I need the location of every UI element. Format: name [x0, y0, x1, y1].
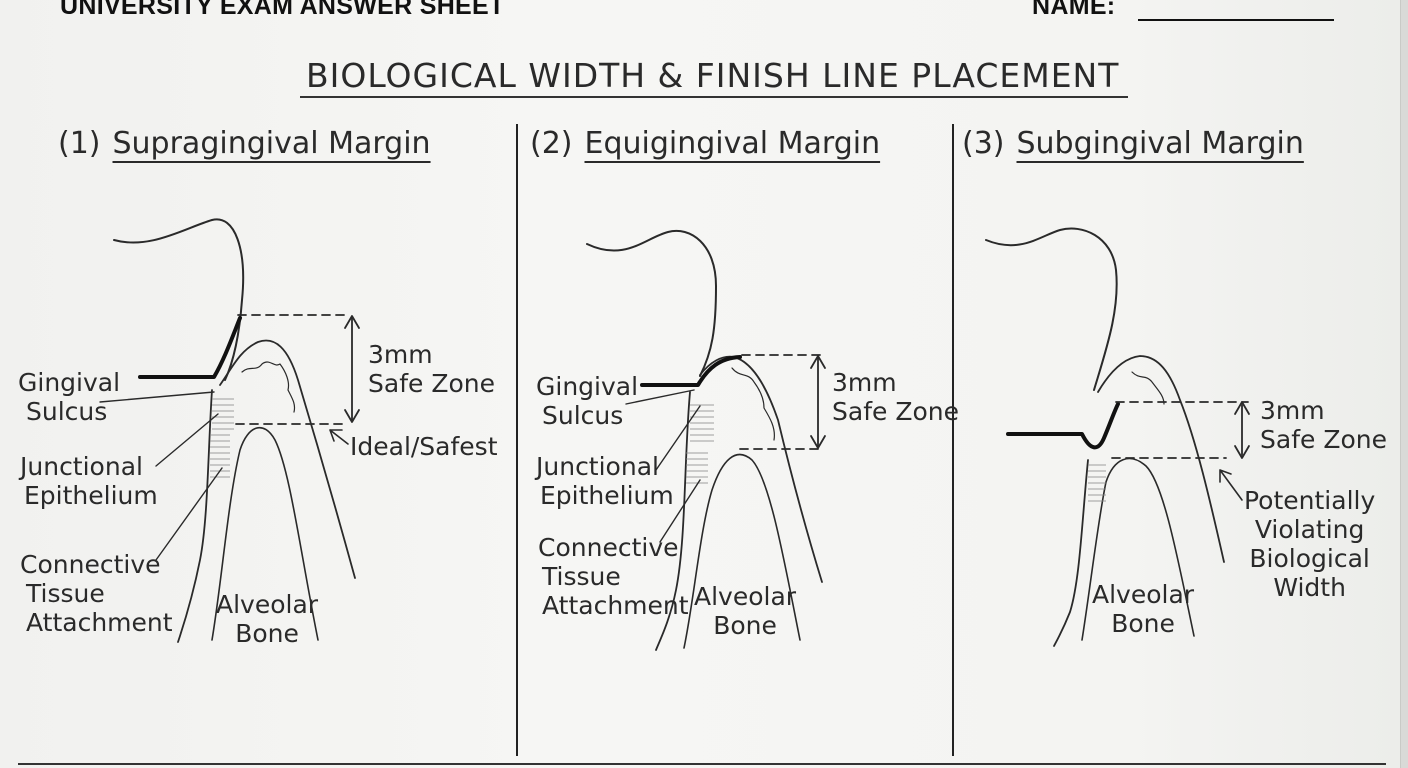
panel-3-name: Subgingival Margin [1016, 126, 1304, 161]
label-line: Epithelium [24, 481, 158, 510]
panel-2-number: (2) [530, 126, 573, 161]
panel-1-number: (1) [58, 126, 101, 161]
label-alveolar-bone: Alveolar Bone [216, 590, 318, 648]
gingival-rete-squiggle [731, 367, 775, 441]
leader-connective [155, 467, 223, 561]
label-line: Tissue [542, 562, 621, 591]
finish-line-margin [1006, 402, 1120, 450]
finish-line-margin [138, 316, 242, 379]
label-line: Safe Zone [368, 369, 495, 398]
label-line: 3mm [1260, 396, 1325, 425]
label-line: Alveolar [694, 582, 797, 611]
leader-connective [659, 479, 701, 543]
name-field-line [1138, 19, 1334, 21]
leader-junctional [655, 405, 701, 471]
connective-tissue-hatch [686, 448, 708, 488]
label-line: Safe Zone [1260, 425, 1387, 454]
label-safe-zone: 3mm Safe Zone [832, 368, 959, 426]
label-line: Sulcus [542, 401, 624, 430]
label-line: Epithelium [540, 481, 674, 510]
note-pointer-arrow [329, 429, 349, 445]
exam-title: UNIVERSITY EXAM ANSWER SHEET [60, 0, 505, 20]
name-label: NAME: [1032, 0, 1116, 20]
panel-1-title: (1) Supragingival Margin [58, 126, 431, 161]
label-line: Connective [538, 533, 679, 562]
label-line: 3mm [832, 368, 897, 397]
gingiva-outline [219, 339, 356, 579]
label-junctional-epithelium: Junctional Epithelium [536, 452, 674, 510]
gingiva-outline [1097, 355, 1225, 563]
label-alveolar-bone: Alveolar Bone [694, 582, 796, 640]
label-junctional-epithelium: Junctional Epithelium [20, 452, 158, 510]
finish-line-margin [640, 355, 742, 387]
label-line: Violating [1254, 515, 1365, 544]
label-line: Junctional [536, 452, 659, 481]
tooth-root-outline [655, 391, 691, 651]
note-pointer-arrow [1219, 469, 1243, 501]
panel-3-number: (3) [962, 126, 1005, 161]
label-line: Alveolar [216, 590, 319, 619]
bottom-rule [18, 763, 1386, 765]
label-gingival-sulcus: Gingival Sulcus [18, 368, 120, 426]
label-line: Ideal/Safest [350, 432, 498, 461]
label-line: Attachment [542, 591, 689, 620]
tooth-root-outline [177, 389, 213, 643]
diagram-title: BIOLOGICAL WIDTH & FINISH LINE PLACEMENT [306, 56, 1120, 95]
bone-crest-outline [683, 453, 801, 649]
label-line: Potentially [1244, 486, 1376, 515]
label-line: Safe Zone [832, 397, 959, 426]
panel-3-title: (3) Subgingival Margin [962, 126, 1304, 161]
panel-2-name: Equigingival Margin [584, 126, 881, 161]
panel-divider [516, 124, 518, 756]
junctional-epithelium-hatch [212, 394, 234, 430]
label-line: Gingival [536, 372, 639, 401]
tooth-crown-outline [586, 229, 717, 377]
label-connective-tissue-attachment: Connective Tissue Attachment [20, 550, 173, 637]
panel-divider [952, 124, 954, 756]
bone-crest-outline [211, 426, 319, 641]
label-line: Biological [1249, 544, 1370, 573]
label-safe-zone: 3mm Safe Zone [1260, 396, 1387, 454]
panel-3-drawing [985, 227, 1250, 647]
panel-1-drawing [99, 218, 360, 643]
label-line: Bone [713, 611, 777, 640]
label-line: Tissue [26, 579, 105, 608]
label-line: Gingival [18, 368, 121, 397]
gingival-rete-squiggle [241, 361, 296, 413]
label-line: Sulcus [26, 397, 108, 426]
tooth-crown-outline [985, 227, 1118, 391]
tooth-crown-outline [113, 218, 245, 381]
leader-junctional [155, 413, 219, 467]
bone-crest-outline [1081, 457, 1195, 641]
label-line: Attachment [26, 608, 173, 637]
label-line: Bone [235, 619, 299, 648]
panel-2-drawing [586, 229, 826, 651]
label-connective-tissue-attachment: Connective Tissue Attachment [538, 533, 689, 620]
panel-1-name: Supragingival Margin [112, 126, 431, 161]
label-safe-zone: 3mm Safe Zone [368, 340, 495, 398]
label-alveolar-bone: Alveolar Bone [1092, 580, 1194, 638]
panel-2-title: (2) Equigingival Margin [530, 126, 880, 161]
label-ideal-safest: Ideal/Safest [350, 432, 498, 461]
tooth-root-outline [1053, 459, 1089, 647]
label-line: Width [1273, 573, 1346, 602]
title-underline [300, 96, 1128, 98]
label-potentially-violating-biological-width: Potentially Violating Biological Width [1244, 486, 1375, 602]
leader-sulcus [625, 389, 695, 405]
leader-sulcus [99, 391, 215, 403]
connective-tissue-hatch [1088, 462, 1106, 502]
gingival-rete-squiggle [1131, 371, 1165, 405]
label-line: Connective [20, 550, 161, 579]
gingiva-outline [699, 355, 823, 583]
junctional-epithelium-hatch [690, 400, 714, 444]
label-line: 3mm [368, 340, 433, 369]
label-line: Alveolar [1092, 580, 1195, 609]
label-line: Bone [1111, 609, 1175, 638]
connective-tissue-hatch [210, 432, 230, 478]
label-gingival-sulcus: Gingival Sulcus [536, 372, 638, 430]
label-line: Junctional [20, 452, 143, 481]
